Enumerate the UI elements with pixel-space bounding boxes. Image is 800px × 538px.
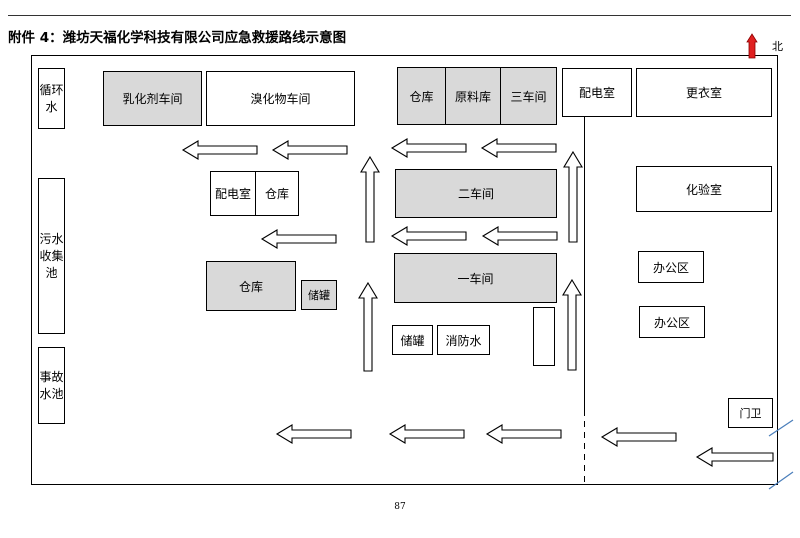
workshop-3-label: 三车间 [510, 89, 547, 104]
route-arrow-left-icon [390, 138, 467, 158]
gate-mark-bottom [768, 471, 794, 490]
locker-room: 更衣室 [636, 68, 772, 117]
north-arrow-icon [746, 33, 758, 59]
route-arrow-left-icon [695, 447, 774, 467]
workshop-2: 二车间 [395, 169, 557, 218]
power-room-mid-label: 配电室 [214, 187, 251, 201]
page-number: 87 [394, 502, 406, 512]
workshop-1: 一车间 [394, 253, 557, 303]
guard-house-label: 门卫 [739, 407, 762, 420]
raw-material-warehouse-label: 原料库 [454, 89, 491, 104]
route-arrow-left-icon [260, 229, 337, 249]
locker-room-label: 更衣室 [685, 86, 722, 100]
route-arrow-left-icon [481, 226, 558, 246]
tank-low: 储罐 [392, 325, 433, 355]
divider-wall [584, 117, 585, 410]
warehouse-top: 仓库 [397, 67, 446, 125]
office-area-1: 办公区 [638, 251, 704, 283]
bromide-workshop-label: 溴化物车间 [250, 92, 311, 106]
route-arrow-left-icon [388, 424, 465, 444]
power-room-mid: 配电室 [210, 171, 256, 216]
route-arrow-left-icon [275, 424, 352, 444]
fire-water: 消防水 [437, 325, 490, 355]
sewage-pool-label: 污水收集池 [39, 231, 64, 280]
north-label: 北 [772, 40, 783, 53]
laboratory: 化验室 [636, 166, 772, 212]
route-arrow-left-icon [480, 138, 557, 158]
route-arrow-left-icon [600, 427, 677, 447]
warehouse-top-label: 仓库 [409, 89, 434, 104]
route-arrow-up-icon [358, 281, 378, 372]
tank-small-label: 储罐 [308, 289, 330, 302]
route-arrow-up-icon [563, 150, 583, 243]
north-arrow [746, 33, 758, 59]
guard-house: 门卫 [728, 398, 773, 428]
power-room-top: 配电室 [562, 68, 632, 117]
office-area-2: 办公区 [639, 306, 705, 338]
gate-mark-top [768, 419, 794, 437]
bromide-workshop: 溴化物车间 [206, 71, 355, 126]
route-arrow-left-icon [485, 424, 562, 444]
route-arrow-up-icon [360, 155, 380, 243]
unlabeled-structure [533, 307, 555, 366]
evacuation-arrows [181, 138, 774, 467]
warehouse-low-label: 仓库 [238, 279, 263, 294]
route-arrow-up-icon [562, 278, 582, 371]
emulsifier-workshop-label: 乳化剂车间 [122, 92, 183, 106]
circulating-water-box: 循环水 [38, 68, 65, 129]
power-room-top-label: 配电室 [578, 86, 615, 100]
circulating-water-label: 循环水 [39, 82, 64, 114]
tank-small: 储罐 [301, 280, 337, 310]
route-arrow-left-icon [390, 226, 467, 246]
tank-low-label: 储罐 [400, 333, 425, 348]
warehouse-mid-label: 仓库 [264, 187, 289, 201]
accident-pool-box: 事故水池 [38, 347, 65, 424]
accident-pool-label: 事故水池 [39, 369, 64, 401]
page-title: 附件 4：潍坊天福化学科技有限公司应急救援路线示意图 [8, 30, 347, 46]
route-arrow-left-icon [271, 140, 348, 160]
fire-water-label: 消防水 [445, 333, 482, 348]
workshop-2-label: 二车间 [457, 187, 494, 201]
site-boundary [31, 55, 778, 485]
header-rule [8, 15, 791, 16]
laboratory-label: 化验室 [685, 182, 722, 197]
office-area-2-label: 办公区 [653, 315, 690, 330]
sewage-pool-box: 污水收集池 [38, 178, 65, 334]
route-arrow-left-icon [181, 140, 258, 160]
workshop-1-label: 一车间 [457, 271, 494, 286]
office-area-1-label: 办公区 [652, 260, 689, 275]
workshop-3: 三车间 [500, 67, 557, 125]
emulsifier-workshop: 乳化剂车间 [103, 71, 202, 126]
warehouse-low: 仓库 [206, 261, 296, 311]
warehouse-mid: 仓库 [255, 171, 299, 216]
